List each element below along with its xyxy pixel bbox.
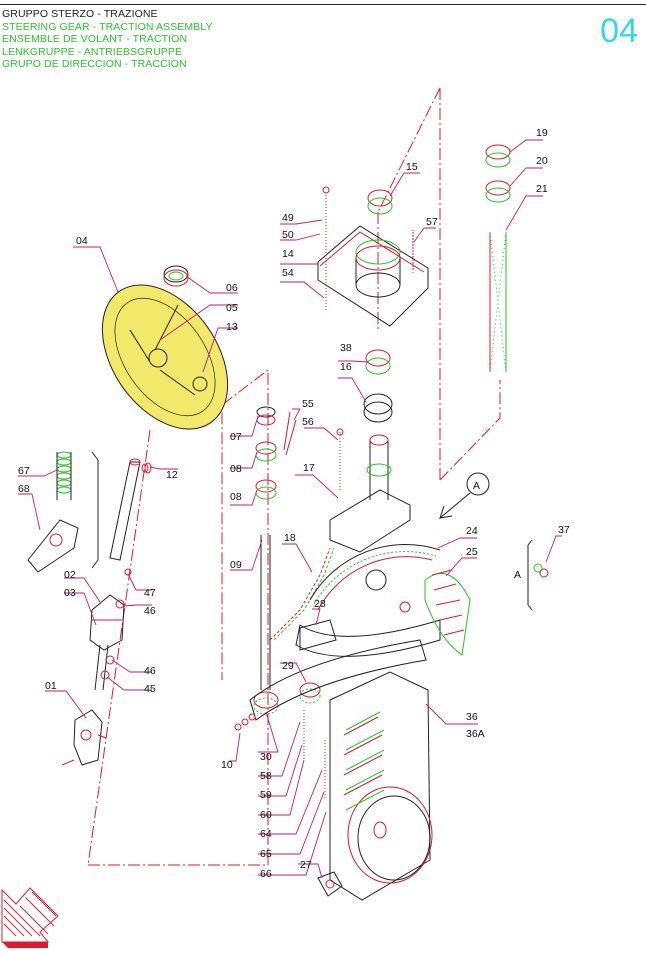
callout-60: 60	[260, 809, 272, 821]
callout-labels: 04 06 05 13 12 67 68 02 03 47 46 46 45 0…	[18, 127, 570, 880]
callout-12: 12	[166, 469, 178, 481]
callout-21: 21	[536, 183, 548, 195]
top-rule	[0, 4, 646, 5]
callout-45: 45	[144, 683, 156, 695]
callout-09: 09	[230, 559, 242, 571]
callout-50: 50	[282, 229, 294, 241]
callout-65: 65	[260, 848, 272, 860]
callout-25: 25	[466, 546, 478, 558]
detail-a-marker: A A	[438, 472, 521, 581]
title-italian: GRUPPO STERZO - TRAZIONE	[2, 8, 158, 20]
callout-24: 24	[466, 525, 478, 537]
callout-36a: 36A	[466, 728, 485, 740]
callout-18: 18	[284, 532, 296, 544]
callout-16: 16	[340, 361, 352, 373]
callout-64: 64	[260, 828, 272, 840]
callout-05: 05	[226, 302, 238, 314]
callout-28: 28	[314, 598, 326, 610]
detail-a-fitting	[527, 539, 549, 611]
page-number: 04	[600, 12, 638, 50]
callout-10: 10	[221, 759, 233, 771]
callout-14: 14	[282, 248, 294, 260]
callout-19: 19	[536, 127, 548, 139]
gear-sector-part[interactable]	[295, 489, 471, 657]
steering-wheel-part[interactable]	[77, 262, 254, 453]
steering-column-part[interactable]	[109, 458, 149, 561]
callout-37: 37	[558, 524, 570, 536]
mounting-plate-part[interactable]	[317, 186, 429, 327]
callout-27: 27	[300, 859, 312, 871]
callout-17: 17	[303, 462, 315, 474]
callout-29: 29	[282, 660, 294, 672]
bearing-spring-part[interactable]	[485, 144, 511, 373]
title-english: STEERING GEAR - TRACTION ASSEMBLY	[2, 20, 213, 33]
callout-13: 13	[226, 321, 238, 333]
pinion-part[interactable]	[27, 451, 99, 573]
callout-55: 55	[302, 398, 314, 410]
callout-30: 30	[260, 751, 272, 763]
callout-07: 07	[230, 431, 242, 443]
leader-lines	[18, 139, 562, 879]
callout-54: 54	[282, 267, 294, 279]
callout-03: 03	[64, 587, 76, 599]
callout-01: 01	[45, 680, 57, 692]
callout-06: 06	[226, 282, 238, 294]
detail-a-side-label: A	[514, 569, 521, 581]
callout-58: 58	[260, 770, 272, 782]
callout-68: 68	[18, 483, 30, 495]
assembly-guide-lines	[87, 87, 501, 866]
callout-15: 15	[406, 161, 418, 173]
title-block: GRUPPO STERZO - TRAZIONE STEERING GEAR -…	[2, 8, 213, 71]
callout-20: 20	[536, 155, 548, 167]
callout-57: 57	[426, 216, 438, 228]
callout-49: 49	[282, 212, 294, 224]
callout-47: 47	[144, 587, 156, 599]
drive-motor-part[interactable]	[317, 671, 433, 901]
title-french: ENSEMBLE DE VOLANT - TRACTION	[2, 33, 188, 46]
callout-08-upper: 08	[230, 463, 242, 475]
spindle-part[interactable]	[363, 189, 393, 500]
callout-36: 36	[466, 711, 478, 723]
title-german: LENKGRUPPE - ANTRIEBSGRUPPE	[2, 45, 183, 58]
steering-gearbox-part[interactable]	[61, 568, 132, 766]
hub-cap-part[interactable]	[163, 265, 189, 287]
chain-part[interactable]	[269, 547, 335, 641]
callout-02: 02	[64, 569, 76, 581]
callout-04: 04	[76, 235, 88, 247]
callout-59: 59	[260, 789, 272, 801]
bearing-stack-part[interactable]	[255, 406, 291, 690]
callout-46-upper: 46	[144, 605, 156, 617]
callout-56-upper: 56	[302, 416, 314, 428]
arrow-down-left-icon[interactable]	[1, 887, 59, 948]
fasteners-part[interactable]	[144, 232, 549, 800]
detail-a-label: A	[473, 480, 480, 492]
callout-46-lower: 46	[144, 665, 156, 677]
callout-08-lower: 08	[230, 491, 242, 503]
callout-67: 67	[18, 465, 30, 477]
callout-38: 38	[340, 342, 352, 354]
callout-66: 66	[260, 868, 272, 880]
title-spanish: GRUPO DE DIRECCION - TRACCION	[2, 58, 187, 71]
sprocket-part[interactable]	[249, 619, 427, 721]
